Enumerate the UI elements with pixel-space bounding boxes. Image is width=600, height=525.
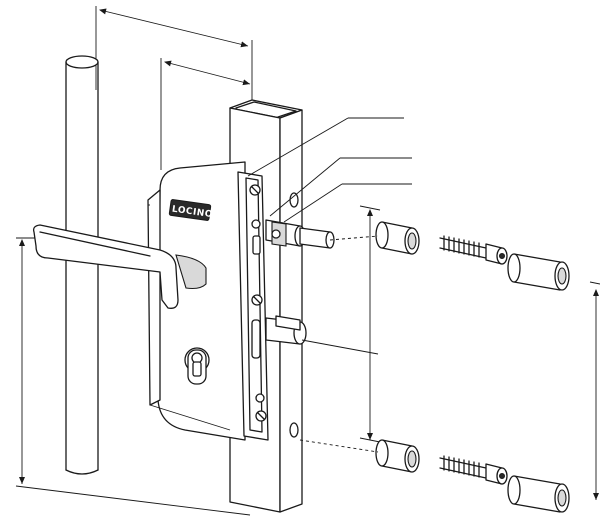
faceplate <box>237 171 269 441</box>
latch-bolt-lower <box>265 315 307 345</box>
latch-bolt-upper <box>265 219 335 249</box>
bolt-upper <box>439 235 508 265</box>
upper-fixing-set <box>375 221 570 291</box>
lower-fixing-set <box>375 439 570 513</box>
cap-lower <box>507 475 570 513</box>
round-post <box>65 55 99 475</box>
bolt-lower <box>439 455 508 485</box>
top-dimension-lines <box>95 6 253 170</box>
sleeve-upper <box>375 221 420 255</box>
brand-plate <box>168 199 212 221</box>
alignment-lines <box>299 235 379 453</box>
right-dimensions <box>301 205 600 500</box>
lever-handle <box>32 224 207 309</box>
lock-body: LOCINOX <box>32 161 246 441</box>
cap-upper <box>507 253 570 291</box>
sleeve-lower <box>375 439 420 473</box>
cylinder-lock <box>184 347 210 385</box>
callout-lines <box>148 117 412 431</box>
